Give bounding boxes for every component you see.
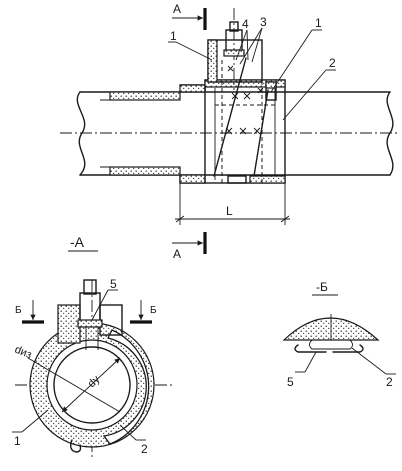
pipe-right-break xyxy=(386,91,394,176)
section-b-view-title: -Б xyxy=(316,280,328,294)
bottom-fitting xyxy=(227,175,247,184)
section-a-view-title: -А xyxy=(70,234,85,250)
callout-1-left: 1 xyxy=(170,29,177,43)
callout-1-section-a: 1 xyxy=(14,434,21,448)
leader-3 xyxy=(239,27,263,65)
sleeve-step-fill-bottom xyxy=(179,174,206,184)
callout-5-section-b: 5 xyxy=(287,375,294,389)
dim-tick-right xyxy=(280,215,290,223)
leader-5-section-b xyxy=(304,351,317,373)
weld-marks xyxy=(225,65,264,135)
section-b-left-label: Б xyxy=(15,305,22,316)
section-b-clip xyxy=(294,344,364,353)
section-a-top-label: А xyxy=(173,2,181,16)
clamp-strap-diagonal xyxy=(213,57,247,177)
callout-5-section-a: 5 xyxy=(110,277,117,291)
section-a-bottom-label: А xyxy=(173,247,181,261)
dim-tick-left xyxy=(175,215,185,223)
leader-5 xyxy=(91,289,109,321)
leader-1-left xyxy=(175,41,213,61)
section-b-clip-inner xyxy=(309,339,353,350)
outer-diameter-label: dиз xyxy=(13,344,34,362)
sleeve-step-fill-top xyxy=(179,84,206,93)
leader-1-section-a xyxy=(21,409,49,433)
clamp-strap-diagonal-2 xyxy=(253,89,269,177)
callout-2-section-a: 2 xyxy=(141,442,148,456)
pipe-inner-ring xyxy=(53,346,131,424)
leader-2-section-b xyxy=(351,347,387,375)
clamp-latch xyxy=(69,439,82,453)
valve-body xyxy=(79,292,101,324)
coupling-liner-top xyxy=(204,79,286,88)
top-fitting-nut xyxy=(223,49,245,57)
pipe-left-break xyxy=(76,91,86,176)
leader-2-section-a xyxy=(119,424,137,441)
callout-4: 4 xyxy=(242,17,249,31)
coupling-shell-right xyxy=(102,329,150,445)
coupling-liner-bottom xyxy=(249,175,286,184)
inner-diameter-line xyxy=(61,357,121,413)
valve-cap xyxy=(83,279,97,295)
top-housing-liner xyxy=(207,39,218,83)
leader-3b xyxy=(251,27,263,63)
leader-4 xyxy=(235,29,248,61)
section-b-right-label: Б xyxy=(150,305,157,316)
callout-2-top: 2 xyxy=(329,56,336,70)
insulation-top-left xyxy=(109,91,181,101)
leader-4b xyxy=(246,29,249,61)
leader-1-right xyxy=(270,29,313,93)
insulation-bottom-left xyxy=(109,166,181,176)
section-b-view: -Б 5 2 xyxy=(282,280,396,389)
callout-1-right: 1 xyxy=(315,16,322,30)
callout-3: 3 xyxy=(260,15,267,29)
dimension-length-label: L xyxy=(226,204,233,218)
section-a-view: -А Б Б 5 dиз dу xyxy=(12,234,175,460)
valve-nut xyxy=(77,319,103,328)
callout-2-section-b: 2 xyxy=(386,375,393,389)
bracket-left xyxy=(57,304,81,344)
leader-2-top xyxy=(282,69,327,121)
main-elevation-view: А А L 1 4 3 1 2 xyxy=(60,2,398,261)
